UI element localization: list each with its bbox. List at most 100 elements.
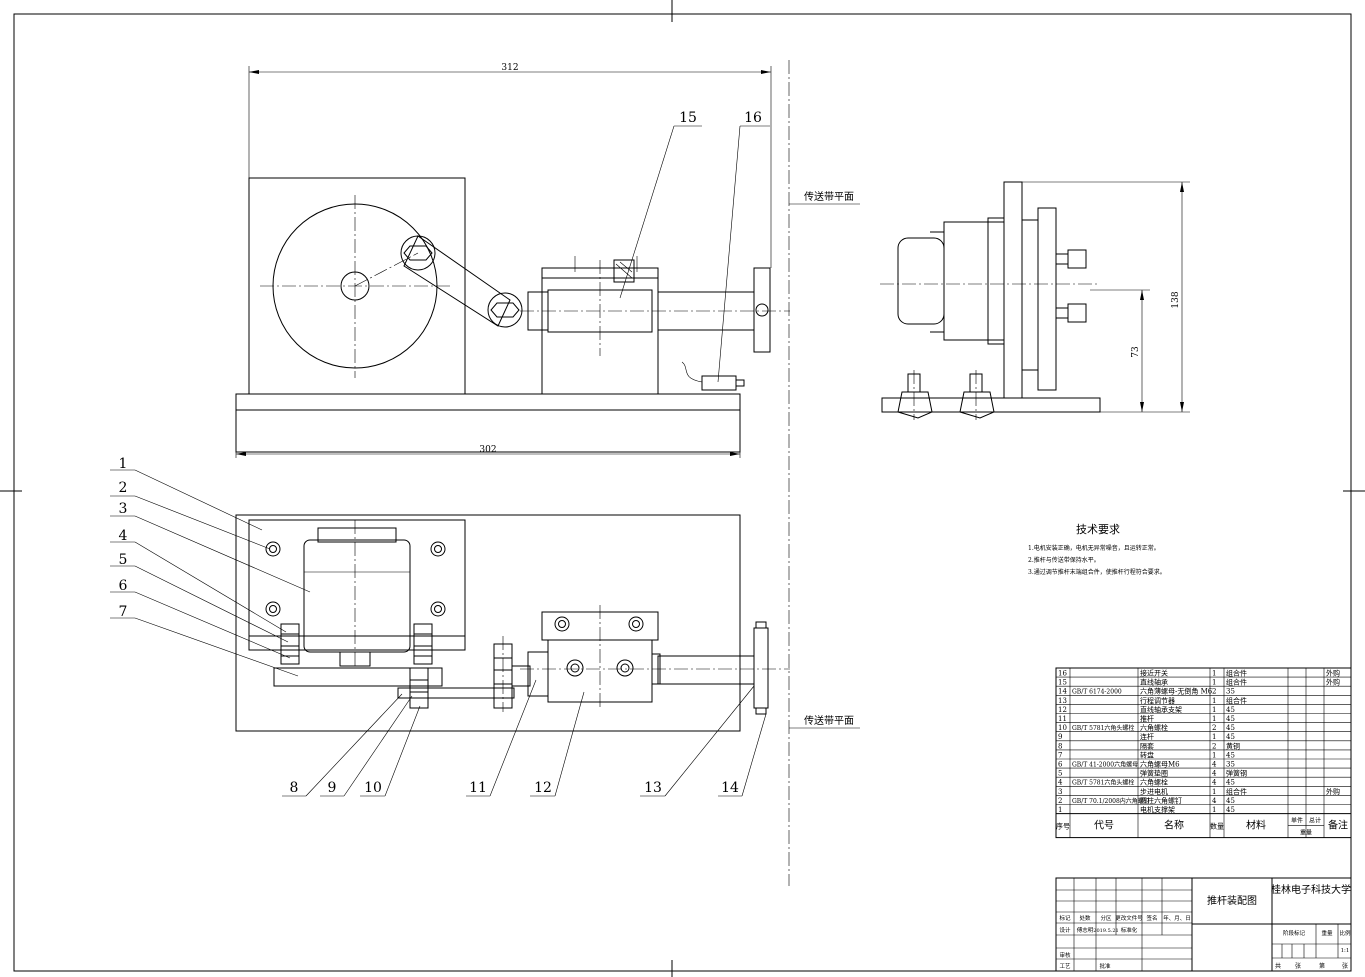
bom-header-code: 代号 <box>1094 820 1114 832</box>
bom-row-no: 16 <box>1058 670 1067 678</box>
bom-row-code: GB/T 70.1/2008内六角螺钉 <box>1072 797 1150 805</box>
bom-row-name: 转盘 <box>1140 750 1154 759</box>
front-view: 312 302 <box>235 63 790 458</box>
bom-row-qty: 4 <box>1212 761 1217 769</box>
svg-text:2: 2 <box>119 480 128 496</box>
bom-row-note: 外购 <box>1326 678 1340 687</box>
bom-row-qty: 4 <box>1212 797 1217 805</box>
bom-row-no: 15 <box>1058 679 1067 687</box>
bom-row-material: 45 <box>1226 724 1235 732</box>
bom-row-no: 4 <box>1058 779 1063 787</box>
belt-label-bottom: 传送带平面 <box>804 714 854 727</box>
svg-text:张: 张 <box>1342 962 1348 970</box>
svg-text:12: 12 <box>534 780 552 796</box>
bom-row-material: 45 <box>1226 706 1235 714</box>
bom-row-material: 45 <box>1226 715 1235 723</box>
bom-row-qty: 4 <box>1212 779 1217 787</box>
connecting-rod <box>403 235 511 327</box>
bom-row-code: GB/T 41-2000六角螺母 <box>1072 761 1138 769</box>
bom-row-no: 3 <box>1058 788 1062 796</box>
bom-row-no: 5 <box>1058 770 1062 778</box>
bom-row-name: 六角螺母M6 <box>1140 760 1180 769</box>
svg-text:更改文件号: 更改文件号 <box>1115 914 1143 922</box>
bom-row-qty: 1 <box>1212 697 1216 705</box>
bom-row-qty: 1 <box>1212 706 1216 714</box>
dim-302: 302 <box>479 445 496 455</box>
bom-row-material: 45 <box>1226 779 1235 787</box>
svg-text:年、月、日: 年、月、日 <box>1163 914 1191 922</box>
bom-row-name: 电机支撑架 <box>1140 805 1175 814</box>
base-plate <box>235 393 741 453</box>
bom-row-name: 推杆 <box>1140 714 1154 723</box>
bom-row-qty: 1 <box>1212 751 1216 759</box>
svg-text:14: 14 <box>721 780 739 796</box>
bom-row-material: 组合件 <box>1226 678 1247 687</box>
bom-row-name: 隔套 <box>1140 741 1154 750</box>
bom-row-no: 10 <box>1058 724 1067 732</box>
svg-text:2.推杆与传送带保持水平。: 2.推杆与传送带保持水平。 <box>1028 556 1100 564</box>
svg-text:15: 15 <box>679 110 697 126</box>
svg-text:分区: 分区 <box>1100 914 1112 922</box>
svg-text:6: 6 <box>119 578 128 594</box>
svg-text:8: 8 <box>290 780 299 796</box>
bom-row-name: 行程调节器 <box>1140 696 1175 705</box>
bom-row-name: 弹簧垫圈 <box>1140 769 1168 778</box>
svg-text:7: 7 <box>119 604 128 620</box>
side-view: 138 73 <box>880 181 1190 420</box>
bom-row-note: 外购 <box>1326 669 1340 678</box>
bom-row-name: 六角螺栓 <box>1140 723 1168 732</box>
bom-header-unit-weight: 单件 <box>1291 817 1303 825</box>
svg-text:批准: 批准 <box>1099 962 1111 970</box>
bom-row-qty: 1 <box>1212 715 1216 723</box>
bom-row-name: 直线轴承 <box>1140 678 1168 687</box>
svg-text:1.电机安装正确，电机无异常噪音，且运转正常。: 1.电机安装正确，电机无异常噪音，且运转正常。 <box>1028 544 1160 552</box>
svg-text:张: 张 <box>1295 962 1301 970</box>
svg-text:傅志明: 傅志明 <box>1077 926 1094 934</box>
bom-row-qty: 4 <box>1212 770 1217 778</box>
bom-header-note: 备注 <box>1328 819 1348 832</box>
bom-row-qty: 1 <box>1212 733 1216 741</box>
plan-balloons: 1 2 3 4 5 6 7 8 9 10 11 12 13 14 <box>110 456 767 797</box>
svg-text:第: 第 <box>1319 962 1325 970</box>
bom-row-code: GB/T 5781六角头螺栓 <box>1072 724 1134 732</box>
bom-row-qty: 1 <box>1212 670 1216 678</box>
svg-text:设计: 设计 <box>1059 926 1071 934</box>
svg-text:1: 1 <box>119 456 128 472</box>
bom-row-name: 直线轴承支架 <box>1140 705 1182 714</box>
bom-header-total-weight: 总计 <box>1309 817 1321 825</box>
bom-row-material: 45 <box>1226 733 1235 741</box>
svg-text:16: 16 <box>744 110 762 126</box>
bom-row-qty: 2 <box>1212 724 1216 732</box>
svg-text:重量: 重量 <box>1321 929 1333 937</box>
dim-138: 138 <box>1171 291 1181 308</box>
bom-row-material: 组合件 <box>1226 696 1247 705</box>
svg-text:13: 13 <box>644 780 662 796</box>
bom-row-name: 连杆 <box>1140 732 1154 741</box>
svg-text:9: 9 <box>328 780 337 796</box>
bom-row-no: 13 <box>1058 697 1067 705</box>
bom-header-no: 序号 <box>1056 822 1070 831</box>
bom-row-material: 组合件 <box>1226 787 1247 796</box>
bom-row-qty: 1 <box>1212 806 1216 814</box>
bom-row-material: 35 <box>1226 761 1235 769</box>
bom-row-no: 8 <box>1058 742 1062 750</box>
proximity-switch <box>701 375 737 391</box>
dim-73: 73 <box>1131 346 1141 358</box>
bom-header-material: 材料 <box>1246 819 1266 832</box>
svg-text:共: 共 <box>1275 962 1281 970</box>
bom-row-code: GB/T 6174-2000 <box>1072 689 1122 696</box>
bom-row-qty: 1 <box>1212 788 1216 796</box>
bom-row-no: 12 <box>1058 706 1067 714</box>
svg-text:比例: 比例 <box>1339 929 1351 937</box>
svg-text:签名: 签名 <box>1146 914 1157 922</box>
bom-row-no: 11 <box>1058 715 1067 723</box>
sheet-border <box>13 13 1352 972</box>
dim-312: 312 <box>501 63 518 73</box>
turntable-plan <box>273 667 443 687</box>
bom-row-name: 步进电机 <box>1140 787 1168 796</box>
bom-header-name: 名称 <box>1164 819 1184 832</box>
bom-header-weight: 重量 <box>1300 829 1312 837</box>
bom-row-material: 弹簧钢 <box>1226 769 1247 778</box>
